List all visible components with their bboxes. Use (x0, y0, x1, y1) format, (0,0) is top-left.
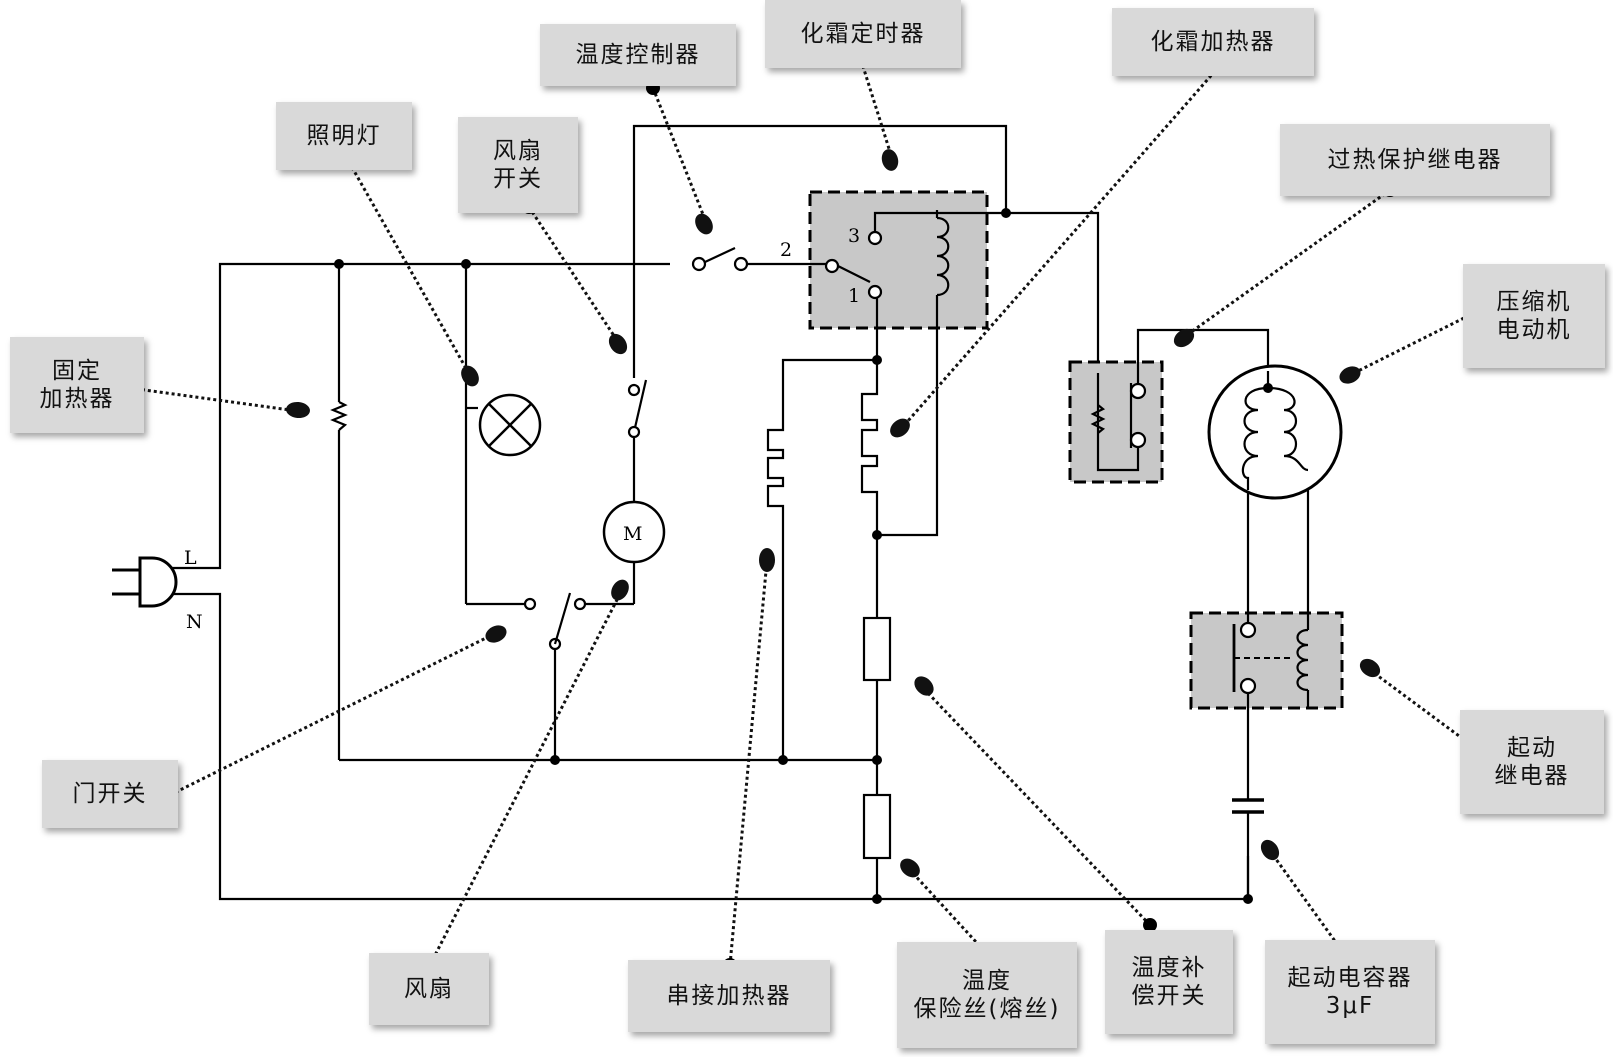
series-heater-icon (766, 425, 785, 525)
start-relay-label-line2: 继电器 (1494, 763, 1570, 789)
lighting-lamp-label-text: 照明灯 (306, 123, 382, 149)
temperature-compensation-switch-icon (862, 616, 892, 682)
compressor-motor-icon (1207, 364, 1343, 500)
temperature-fuse-label: 温度 保险丝(熔丝) (897, 942, 1077, 1048)
defrost-heater-icon (860, 388, 879, 500)
leader-lines (129, 59, 1481, 966)
temperature-compensation-label-line2: 偿开关 (1131, 983, 1207, 1009)
fan-switch-label-line2: 开关 (493, 166, 543, 192)
defrost-timer-label: 化霜定时器 (765, 0, 961, 68)
timer-pin-2-terminal (824, 258, 840, 274)
overheat-relay-label-text: 过热保护继电器 (1327, 147, 1503, 173)
timer-pin-1-terminal (867, 284, 883, 300)
start-capacitor-label-line1: 起动电容器 (1287, 965, 1413, 991)
timer-coil-icon (936, 216, 950, 297)
lighting-lamp-label: 照明灯 (276, 102, 412, 170)
fan-motor-letter: M (623, 523, 642, 545)
fan-label: 风扇 (369, 953, 489, 1025)
terminal-l-label: L (184, 547, 197, 569)
door-switch-icon (523, 592, 587, 651)
temperature-fuse-label-line1: 温度 (962, 968, 1012, 994)
temperature-compensation-label: 温度补 偿开关 (1105, 930, 1233, 1034)
start-relay-coil-icon (1296, 628, 1309, 692)
start-relay-contact-bottom (1239, 677, 1257, 695)
overheat-relay-contact-bottom (1129, 431, 1147, 449)
compressor-motor-label-line2: 电动机 (1496, 317, 1572, 343)
start-relay-label: 起动 继电器 (1460, 710, 1604, 814)
defrost-timer-box (808, 190, 989, 330)
timer-pin-2-label: 2 (780, 239, 792, 261)
temperature-fuse-icon (862, 793, 892, 860)
start-capacitor-label-line2: 3μF (1325, 993, 1375, 1019)
overheat-relay-box (1068, 360, 1164, 484)
start-relay-contact-top (1239, 621, 1257, 639)
series-heater-label-text: 串接加热器 (666, 983, 792, 1009)
compressor-motor-label: 压缩机 电动机 (1463, 264, 1605, 368)
pointer-hands (286, 149, 1381, 878)
fan-switch-icon (627, 379, 648, 439)
overheat-relay-label: 过热保护继电器 (1280, 124, 1550, 196)
lamp-icon (478, 393, 542, 457)
overheat-relay-contact-top (1129, 382, 1147, 400)
wires (160, 124, 1310, 901)
thermostat-switch-icon (691, 247, 749, 272)
door-switch-label-text: 门开关 (72, 781, 148, 807)
defrost-timer-label-text: 化霜定时器 (800, 21, 926, 47)
fan-switch-label-line1: 风扇 (493, 138, 543, 164)
overheat-relay-resistor-icon (1090, 404, 1106, 434)
temperature-fuse-label-line2: 保险丝(熔丝) (913, 996, 1061, 1022)
fixed-heater-label-line1: 固定 (52, 358, 102, 384)
fixed-heater-label-line2: 加热器 (39, 386, 115, 412)
compressor-motor-label-line1: 压缩机 (1496, 289, 1572, 315)
fan-label-text: 风扇 (404, 976, 454, 1002)
thermostat-label-text: 温度控制器 (575, 42, 701, 68)
terminal-n-label: N (186, 611, 203, 633)
series-heater-label: 串接加热器 (628, 960, 830, 1032)
defrost-heater-label-text: 化霜加热器 (1150, 29, 1276, 55)
junction-dots (334, 208, 1273, 904)
thermostat-label: 温度控制器 (540, 24, 736, 86)
fixed-heater-label: 固定 加热器 (10, 337, 144, 433)
fan-switch-label: 风扇 开关 (458, 117, 578, 213)
timer-pin-1-label: 1 (848, 285, 860, 307)
temperature-compensation-label-line1: 温度补 (1131, 955, 1207, 981)
start-capacitor-icon (1232, 798, 1264, 899)
start-capacitor-label: 起动电容器 3μF (1265, 940, 1435, 1044)
power-plug-icon (112, 556, 178, 608)
timer-pin-3-terminal (867, 230, 883, 246)
defrost-heater-label: 化霜加热器 (1112, 8, 1314, 76)
timer-pin-3-label: 3 (848, 225, 860, 247)
fixed-heater-resistor-icon (330, 401, 348, 431)
door-switch-label: 门开关 (42, 760, 178, 828)
fan-motor-icon (602, 500, 666, 564)
start-relay-label-line1: 起动 (1507, 735, 1557, 761)
start-relay-box (1189, 611, 1344, 710)
